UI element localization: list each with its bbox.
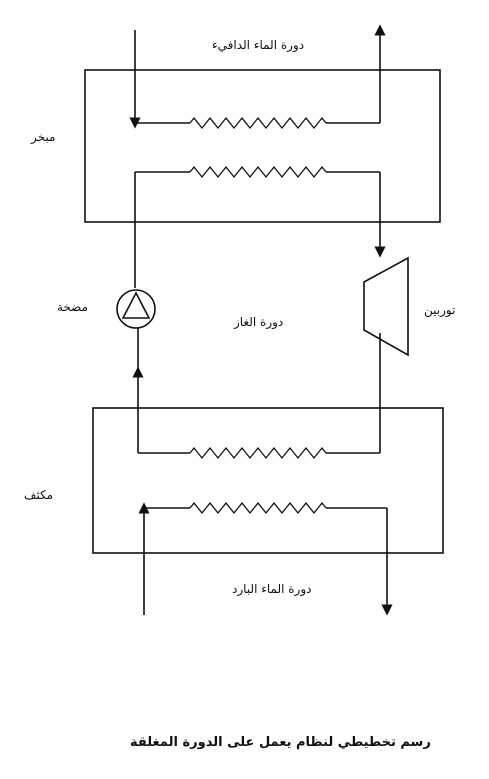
pump-symbol (116, 289, 156, 329)
condenser-label: مكثف (24, 488, 54, 502)
condenser-gas-coil (189, 446, 327, 460)
turbine-label: توربين (424, 303, 456, 317)
evaporator-box (84, 69, 441, 223)
turbine-symbol (363, 256, 409, 357)
hot-water-cycle-label: دورة الماء الدافيء (212, 38, 305, 52)
pump-label: مضخة (57, 300, 89, 314)
evaporator-hot-coil (189, 116, 327, 130)
gas-cycle-label: دورة الغاز (234, 315, 284, 329)
evaporator-gas-coil (189, 165, 327, 179)
cold-water-cycle-label: دورة الماء البارد (232, 582, 312, 596)
condenser-cold-coil (189, 501, 327, 515)
condenser-box (92, 407, 444, 554)
figure-caption: رسم تخطيطي لنظام يعمل على الدورة المغلقة (130, 735, 431, 750)
evaporator-label: مبخر (31, 130, 56, 144)
